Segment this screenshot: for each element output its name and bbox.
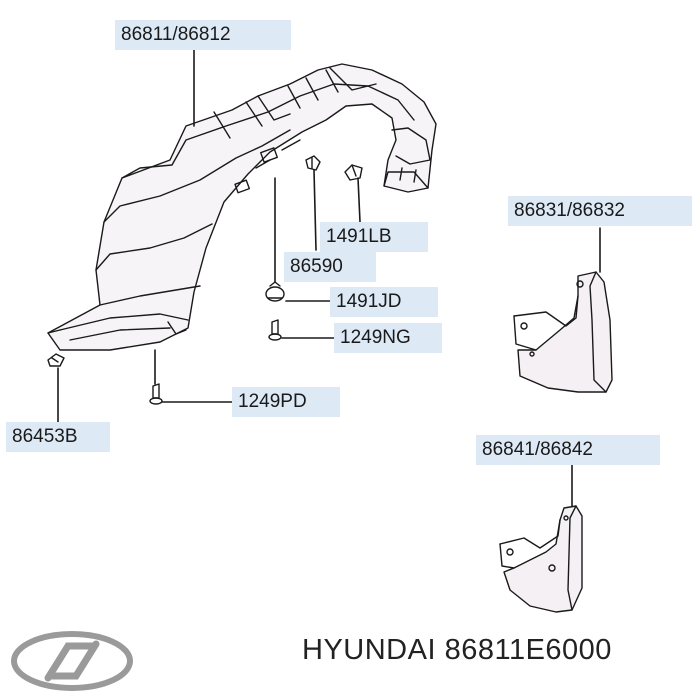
- wheel-liner-drawing: [47, 63, 437, 351]
- mud-guard-rear-drawing: [499, 505, 583, 613]
- label-86831-86832: 86831/86832: [508, 196, 692, 226]
- label-86841-86842: 86841/86842: [476, 435, 660, 465]
- label-1249ng: 1249NG: [334, 323, 442, 353]
- retainer-86590-drawing: [305, 155, 321, 171]
- leader-lines: [57, 49, 601, 507]
- label-1249pd: 1249PD: [232, 387, 340, 417]
- clip-86453b-drawing: [47, 353, 65, 367]
- label-1491jd: 1491JD: [330, 287, 438, 317]
- clip-1491jd-drawing: [265, 281, 285, 302]
- clip-1491lb-drawing: [344, 164, 363, 181]
- label-86590: 86590: [284, 252, 376, 282]
- label-1491lb: 1491LB: [320, 222, 428, 252]
- hyundai-logo-icon: [11, 631, 133, 691]
- label-86811-86812: 86811/86812: [115, 20, 291, 50]
- label-86453b: 86453B: [6, 422, 110, 452]
- footer-brand: HYUNDAI: [302, 634, 437, 666]
- screw-1249ng-drawing: [268, 319, 282, 341]
- screw-1249pd-drawing: [149, 383, 163, 405]
- mud-guard-front-drawing: [513, 271, 613, 393]
- footer-caption: HYUNDAI 86811E6000: [302, 634, 612, 667]
- footer-part-number: 86811E6000: [444, 634, 612, 666]
